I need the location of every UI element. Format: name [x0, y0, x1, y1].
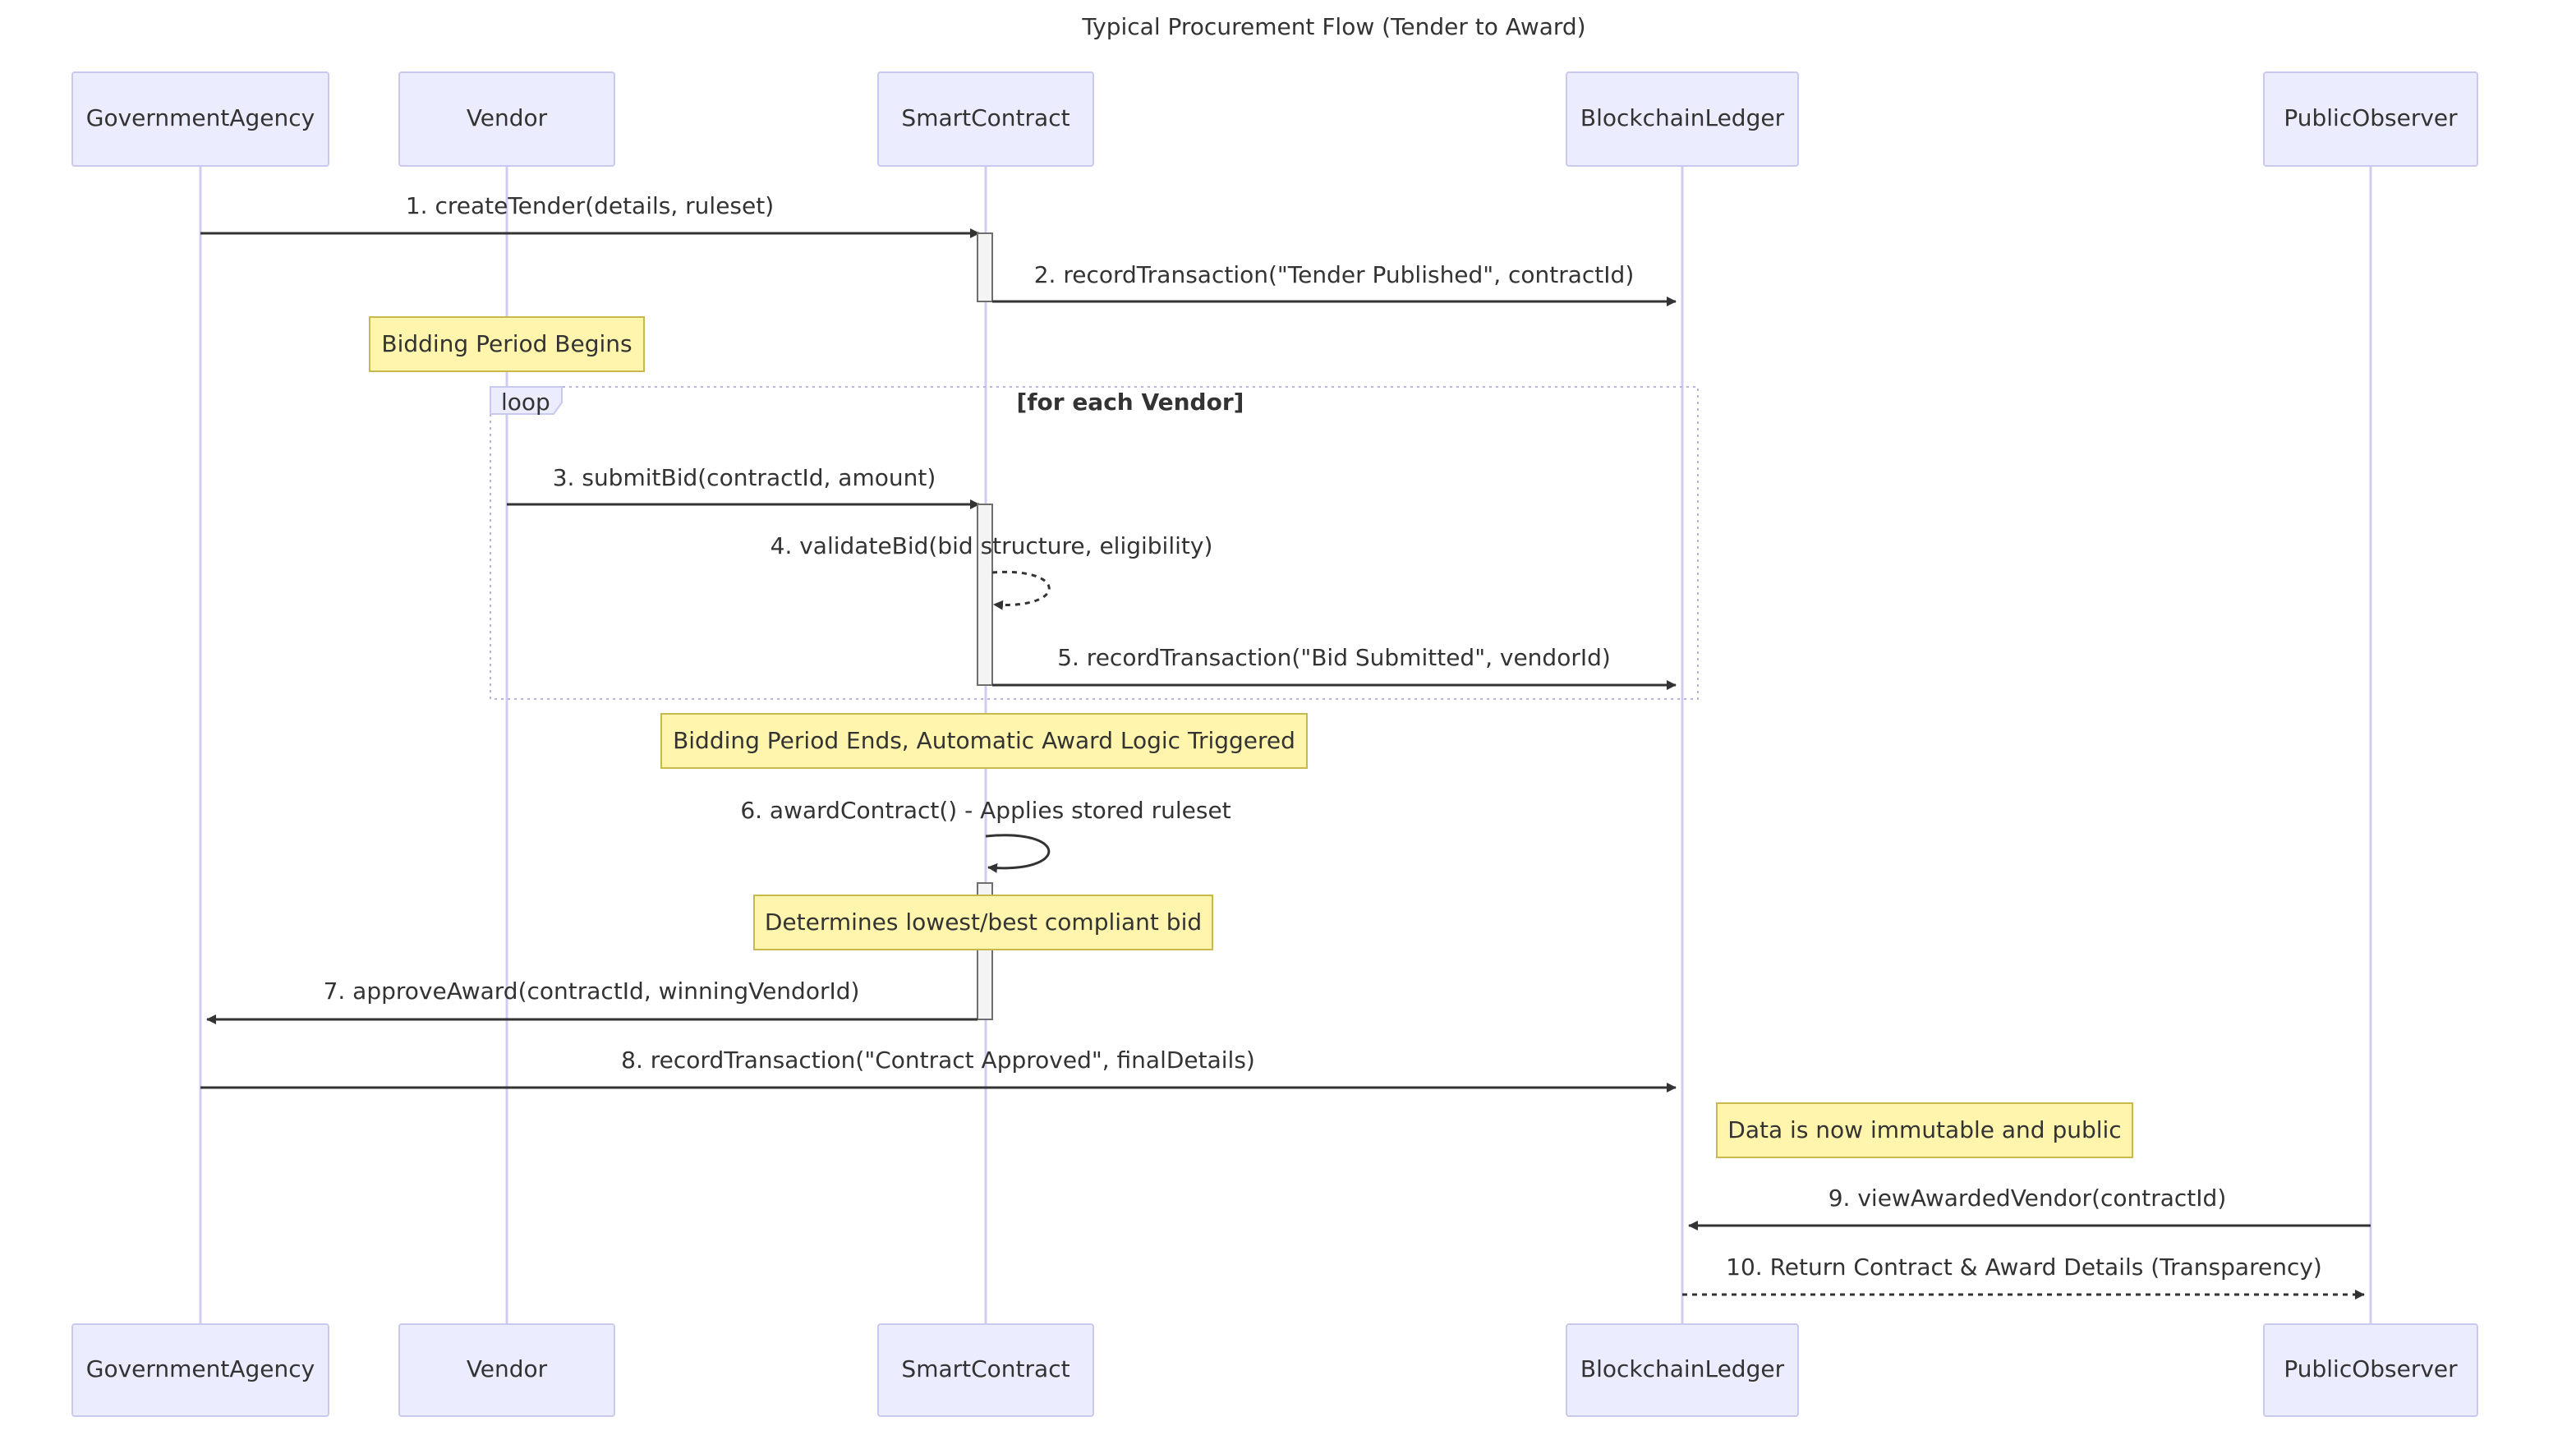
actor-label: BlockchainLedger	[1580, 1355, 1785, 1382]
note-immutable-public: Data is now immutable and public	[1716, 1102, 2133, 1158]
actor-label: PublicObserver	[2284, 1355, 2458, 1382]
message-4-label: 4. validateBid(bid structure, eligibilit…	[770, 532, 1213, 559]
message-9-label: 9. viewAwardedVendor(contractId)	[1828, 1184, 2227, 1212]
note-text: Bidding Period Begins	[381, 330, 632, 357]
activation-bar	[977, 504, 993, 686]
actor-label: Vendor	[467, 104, 548, 131]
actor-vendor-top: Vendor	[398, 71, 615, 167]
actor-government-agency-bottom: GovernmentAgency	[71, 1323, 329, 1417]
actor-label: SmartContract	[901, 104, 1070, 131]
note-text: Determines lowest/best compliant bid	[765, 908, 1202, 936]
message-10-label: 10. Return Contract & Award Details (Tra…	[1726, 1254, 2322, 1281]
message-8-label: 8. recordTransaction("Contract Approved"…	[621, 1046, 1255, 1074]
note-bidding-period-begins: Bidding Period Begins	[369, 316, 645, 372]
message-6-label: 6. awardContract() - Applies stored rule…	[740, 797, 1230, 824]
message-6-arrow	[985, 834, 1051, 873]
note-bidding-period-ends: Bidding Period Ends, Automatic Award Log…	[660, 713, 1308, 769]
note-text: Bidding Period Ends, Automatic Award Log…	[673, 727, 1295, 754]
actor-smart-contract-top: SmartContract	[877, 71, 1094, 167]
note-lowest-best-bid: Determines lowest/best compliant bid	[753, 895, 1213, 950]
message-3-label: 3. submitBid(contractId, amount)	[553, 464, 936, 491]
note-text: Data is now immutable and public	[1727, 1116, 2121, 1143]
loop-condition: [for each Vendor]	[1017, 389, 1244, 416]
actor-label: GovernmentAgency	[86, 1355, 315, 1382]
actor-label: Vendor	[467, 1355, 548, 1382]
actor-smart-contract-bottom: SmartContract	[877, 1323, 1094, 1417]
actor-label: BlockchainLedger	[1580, 104, 1785, 131]
actor-public-observer-bottom: PublicObserver	[2263, 1323, 2478, 1417]
message-5-label: 5. recordTransaction("Bid Submitted", ve…	[1057, 644, 1611, 671]
actor-vendor-bottom: Vendor	[398, 1323, 615, 1417]
loop-tab	[490, 386, 563, 415]
actor-blockchain-ledger-bottom: BlockchainLedger	[1566, 1323, 1799, 1417]
message-1-label: 1. createTender(details, ruleset)	[406, 192, 774, 219]
actor-label: PublicObserver	[2284, 104, 2458, 131]
message-7-label: 7. approveAward(contractId, winningVendo…	[324, 978, 860, 1005]
message-2-label: 2. recordTransaction("Tender Published",…	[1034, 261, 1635, 288]
diagram-title: Typical Procurement Flow (Tender to Awar…	[1081, 13, 1585, 40]
actor-blockchain-ledger-top: BlockchainLedger	[1566, 71, 1799, 167]
actor-public-observer-top: PublicObserver	[2263, 71, 2478, 167]
actor-label: GovernmentAgency	[86, 104, 315, 131]
message-4-arrow	[991, 570, 1051, 610]
loop-keyword: loop	[501, 389, 550, 416]
actor-government-agency-top: GovernmentAgency	[71, 71, 329, 167]
activation-bar	[977, 232, 993, 302]
loop-frame: loop [for each Vendor]	[490, 386, 1699, 700]
actor-label: SmartContract	[901, 1355, 1070, 1382]
